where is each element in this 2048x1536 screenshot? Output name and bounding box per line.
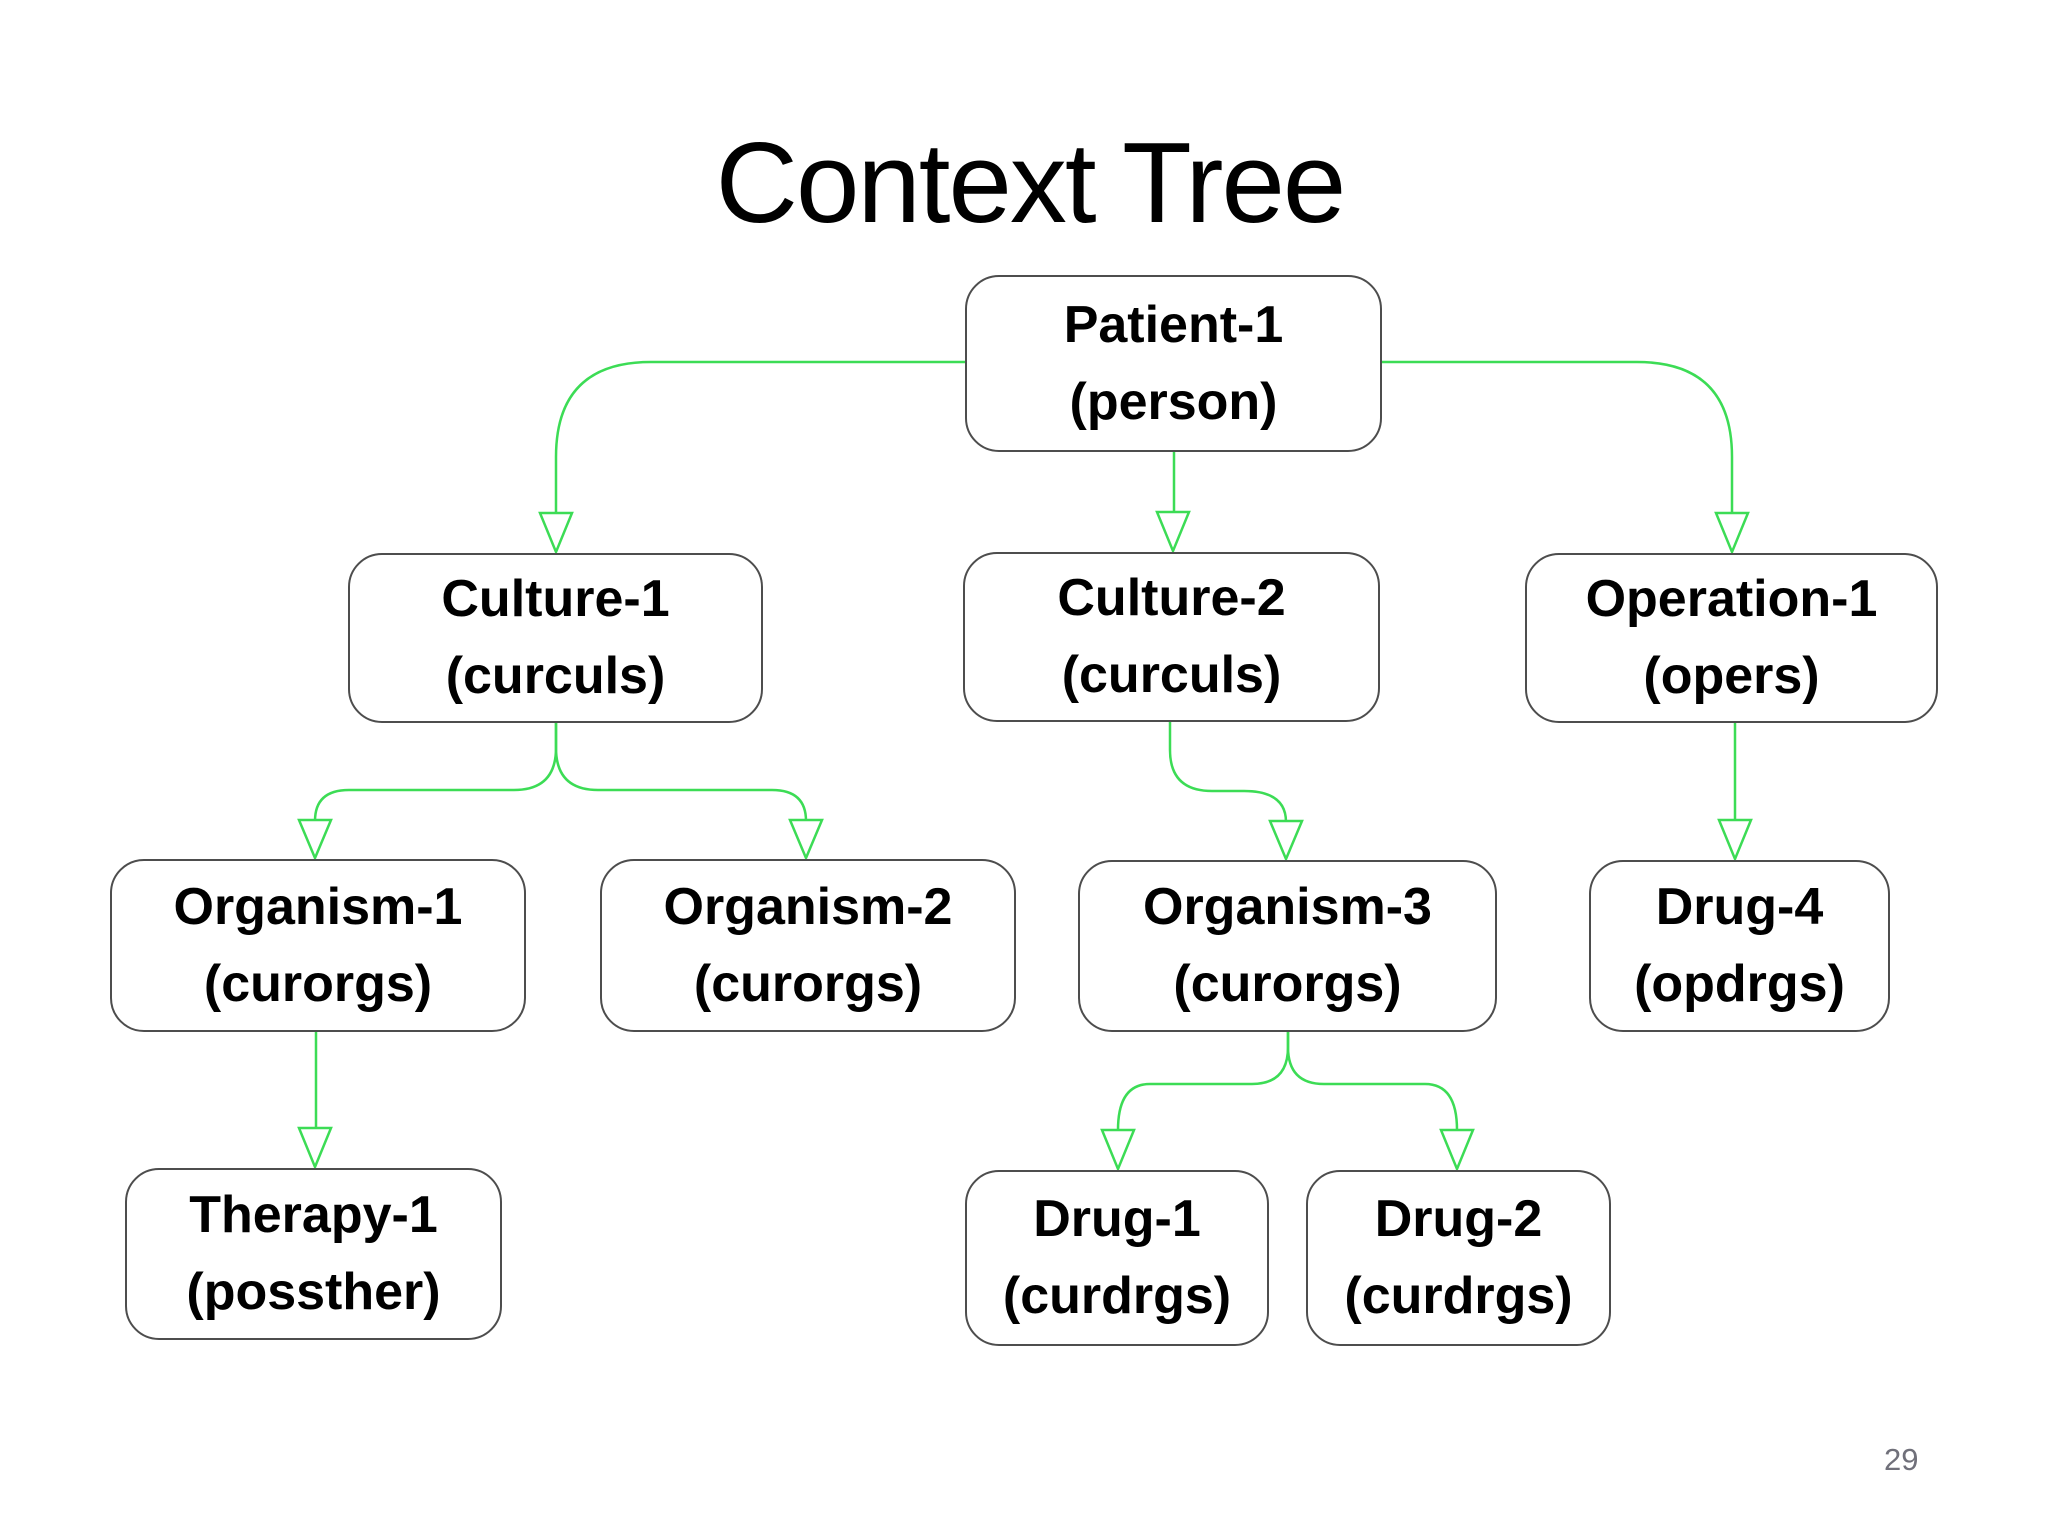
node-type: (person) — [1069, 372, 1278, 431]
node-type: (curorgs) — [203, 954, 433, 1013]
page-title: Context Tree — [715, 120, 1347, 247]
node-culture-1: Culture-1 (curculs) — [348, 553, 763, 723]
node-title: Drug-2 — [1374, 1190, 1543, 1248]
node-title: Operation-1 — [1585, 570, 1878, 628]
arrowhead-therapy1 — [297, 1126, 333, 1171]
node-title: Organism-2 — [663, 877, 953, 936]
connector-culture2-organism3 — [1168, 722, 1288, 823]
node-title: Drug-4 — [1655, 878, 1824, 936]
arrowhead-organism3 — [1268, 819, 1304, 863]
node-organism-1: Organism-1 (curorgs) — [110, 859, 526, 1032]
arrowhead-culture2 — [1155, 510, 1191, 555]
arrowhead-drug4 — [1717, 818, 1753, 863]
arrowhead-drug1 — [1100, 1128, 1136, 1173]
node-type: (curculs) — [445, 647, 666, 705]
node-organism-3: Organism-3 (curorgs) — [1078, 860, 1497, 1032]
node-patient-1: Patient-1 (person) — [965, 275, 1382, 452]
node-drug-4: Drug-4 (opdrgs) — [1589, 860, 1890, 1032]
arrowhead-culture1 — [538, 511, 574, 556]
node-type: (curorgs) — [1173, 955, 1402, 1013]
node-title: Organism-3 — [1143, 878, 1432, 936]
node-title: Therapy-1 — [189, 1186, 438, 1244]
node-type: (curorgs) — [693, 954, 923, 1013]
node-type: (opers) — [1643, 647, 1820, 705]
node-type: (opdrgs) — [1634, 955, 1845, 1013]
node-title: Organism-1 — [173, 877, 463, 936]
node-organism-2: Organism-2 (curorgs) — [600, 859, 1016, 1032]
arrowhead-organism2 — [788, 818, 824, 862]
connector-patient1-operation1 — [1382, 360, 1734, 513]
node-operation-1: Operation-1 (opers) — [1525, 553, 1938, 723]
node-type: (curdrgs) — [1344, 1267, 1573, 1325]
node-type: (possther) — [186, 1263, 441, 1321]
arrowhead-operation1 — [1714, 511, 1750, 556]
node-type: (curdrgs) — [1002, 1267, 1232, 1325]
connector-culture1-organism2 — [554, 723, 808, 822]
node-title: Culture-2 — [1057, 569, 1286, 627]
arrowhead-organism1 — [297, 818, 333, 862]
arrowhead-drug2 — [1439, 1128, 1475, 1173]
connector-patient1-culture1 — [554, 360, 965, 513]
node-title: Patient-1 — [1063, 295, 1284, 354]
connector-organism3-drug2 — [1286, 1032, 1459, 1131]
connector-culture1-organism1 — [313, 723, 558, 822]
node-type: (curculs) — [1061, 646, 1282, 704]
connector-organism3-drug1 — [1116, 1032, 1290, 1131]
node-culture-2: Culture-2 (curculs) — [963, 552, 1380, 722]
node-therapy-1: Therapy-1 (possther) — [125, 1168, 502, 1340]
page-number: 29 — [1884, 1442, 1919, 1477]
node-title: Drug-1 — [1033, 1190, 1201, 1248]
node-drug-2: Drug-2 (curdrgs) — [1306, 1170, 1611, 1346]
node-drug-1: Drug-1 (curdrgs) — [965, 1170, 1269, 1346]
node-title: Culture-1 — [441, 570, 670, 628]
